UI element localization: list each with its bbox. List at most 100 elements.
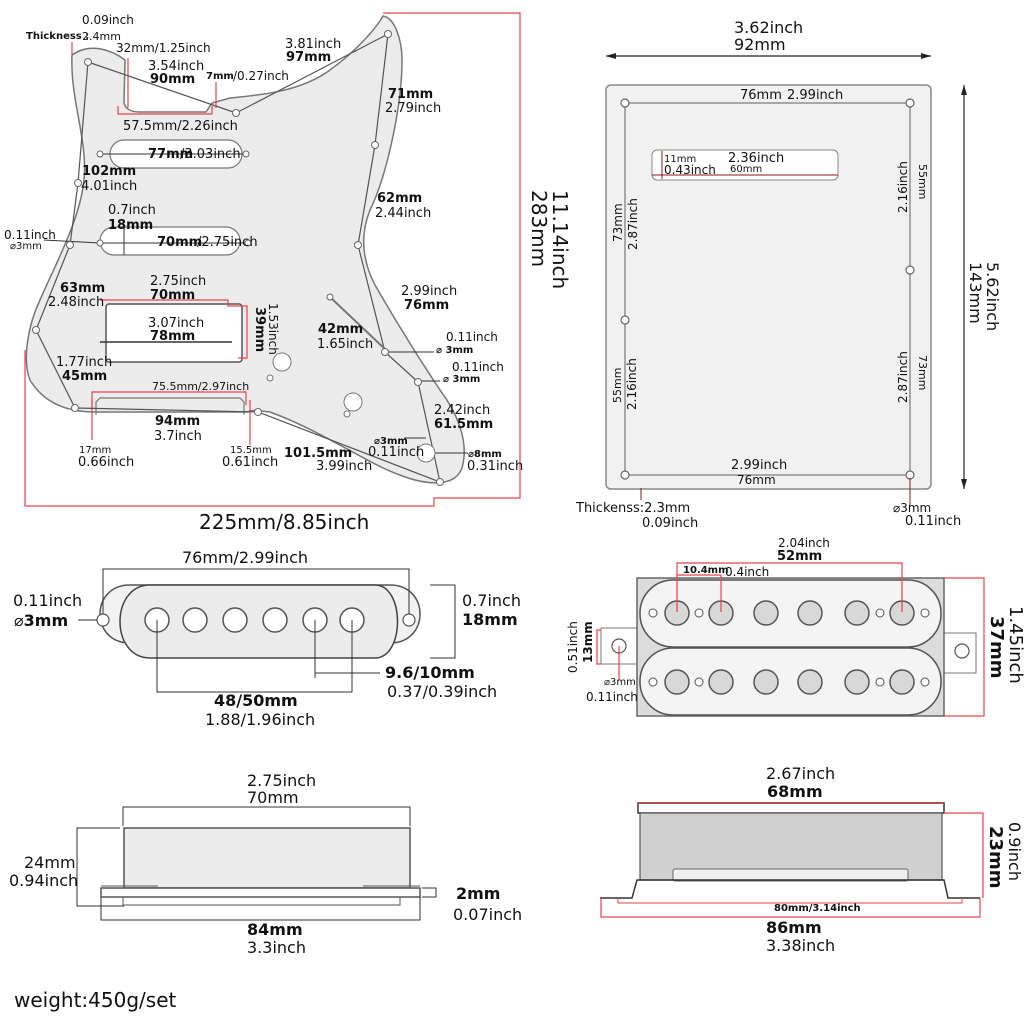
hb-coil-top (639, 579, 942, 648)
hbs-height-mm: 23mm (985, 826, 1006, 889)
bp-height-in: 5.62inch (983, 262, 1002, 332)
pg-thickness-in: 0.09inch (82, 13, 134, 27)
hb-span-in: 2.04inch (778, 536, 830, 550)
hb-mount-hole (875, 677, 885, 687)
scs-under (122, 897, 401, 906)
bp-hole-in: 0.11inch (905, 514, 962, 529)
sc-span-mm: 48/50mm (214, 691, 298, 710)
scs-top-dim (122, 806, 411, 826)
weight-label: weight:450g/set (14, 988, 177, 1012)
pg-horn-depth: 32mm/1.25inch (116, 41, 211, 55)
pg-left-low-in: 1.77inch (56, 355, 113, 370)
hbs-cover-top (637, 802, 945, 814)
sc-span-dim (156, 620, 353, 693)
arrow-left-icon (606, 53, 616, 59)
bottom-cutout (95, 397, 245, 415)
hbs-length-mm: 86mm (766, 918, 822, 937)
hb-pitch-mm: 10.4mm (683, 565, 729, 576)
bp-left-lower-mm: 55mm (611, 367, 624, 403)
scs-base-dim (422, 887, 437, 898)
pg-hb-w-mm: 70mm (150, 288, 196, 303)
hb-width-in: 1.45inch (1005, 606, 1024, 684)
backplate (605, 53, 967, 505)
pg-hb-h-in: 1.53inch (266, 303, 280, 355)
hbs-base (600, 879, 980, 899)
single-coil-top (78, 568, 456, 693)
hb-pitch-in: 0.4inch (725, 565, 770, 579)
pg-screw-r1-in: 0.11inch (446, 330, 498, 344)
hb-width-mm: 37mm (986, 616, 1007, 679)
pg-screw-left-in: 0.11inch (4, 228, 56, 242)
diameter-icon: ⌀ (604, 677, 611, 688)
diameter-icon: ⌀ (374, 436, 381, 447)
bp-slot-h-in: 0.43inch (664, 163, 716, 177)
pg-jack-small-mm: ⌀3mm (374, 437, 408, 447)
hb-mount-hole (694, 608, 704, 618)
switch-slot (329, 296, 387, 351)
pg-left-mid-in: 2.48inch (48, 295, 105, 310)
pg-total-height-in: 11.14inch (548, 190, 572, 290)
humbucker-red-dim (100, 299, 248, 359)
pg-left-low-mm: 45mm (62, 369, 108, 384)
bp-width-in: 3.62inch (734, 18, 804, 37)
hb-pole-piece (797, 600, 823, 626)
hb-mount-hole (920, 677, 930, 687)
hb-pitch-red (677, 574, 722, 612)
scs-base-mm: 2mm (456, 884, 501, 903)
pg-hb-screw-mm: 78mm (150, 329, 196, 344)
pg-notch-in: /0.27inch (233, 69, 289, 83)
scs-base (100, 887, 421, 898)
pg-screw-r2-mm-value: 3mm (452, 374, 481, 385)
bp-right-upper-mm: 55mm (916, 164, 929, 200)
pg-mid-slot-h-in: 0.7inch (108, 203, 156, 218)
hb-mount-hole (648, 608, 658, 618)
pg-screw-r2-in: 0.11inch (452, 360, 504, 374)
pg-cut-left-in: 0.66inch (78, 455, 135, 470)
hb-mount-hole (875, 608, 885, 618)
pg-total-height-mm: 283mm (527, 190, 551, 268)
pg-screw-r2-mm: ⌀ 3mm (443, 375, 480, 385)
jack-hole (416, 443, 436, 463)
sc-width-in: 0.7inch (462, 591, 521, 610)
arrow-up-icon (961, 85, 967, 95)
pg-jack-big-mm-value: 8mm (474, 449, 502, 460)
hb-pole-piece (797, 669, 823, 695)
bp-left-lower-in: 2.16inch (625, 358, 639, 410)
pg-right-mid-mm: 62mm (377, 191, 423, 206)
pg-jack-big-in: 0.31inch (467, 459, 524, 474)
hb-tab-red (596, 629, 601, 665)
pg-mid-slot-w-in: /2.75inch (197, 235, 258, 250)
diameter-icon: ⌀ (443, 374, 453, 385)
pg-switch-mm: 42mm (318, 322, 364, 337)
hb-pole-piece (844, 669, 870, 695)
sc-width-mm: 18mm (462, 610, 518, 629)
hbs-length-in: 3.38inch (766, 936, 836, 955)
hb-span-mm: 52mm (777, 549, 823, 564)
pg-mid-slot-h-mm: 18mm (108, 218, 154, 233)
bp-slot-h-mm: 11mm (664, 154, 697, 165)
sc-length: 76mm/2.99inch (182, 548, 309, 567)
arrow-right-icon (921, 53, 931, 59)
hb-pole-piece (753, 600, 779, 626)
pg-tip-in: 2.42inch (434, 403, 491, 418)
pg-total-width: 225mm/8.85inch (199, 510, 370, 534)
pg-jack-small-mm-value: 3mm (380, 436, 408, 447)
sc-width-dim (430, 584, 456, 659)
scs-length-in: 3.3inch (247, 938, 306, 957)
diameter-icon: ⌀ (14, 611, 24, 630)
hb-hole-mm-value: 3mm (610, 677, 636, 688)
hb-pole-piece (708, 669, 734, 695)
bp-slot-w-mm: 60mm (730, 164, 763, 175)
bp-height-mm: 143mm (966, 262, 985, 324)
screw-holes (32, 30, 444, 486)
pg-hb-screw-in: 3.07inch (148, 316, 205, 331)
horn-base-red (117, 106, 213, 115)
bp-hole-mm: ⌀3mm (893, 502, 931, 514)
hbs-height-in: 0.9inch (1005, 822, 1024, 881)
pg-screw-r1-mm-value: 3mm (445, 345, 474, 356)
pg-left-upper-mm: 102mm (82, 164, 137, 179)
scs-length-mm: 84mm (247, 920, 303, 939)
diameter-icon: ⌀ (468, 449, 475, 460)
pg-hb-w-in: 2.75inch (150, 274, 207, 289)
